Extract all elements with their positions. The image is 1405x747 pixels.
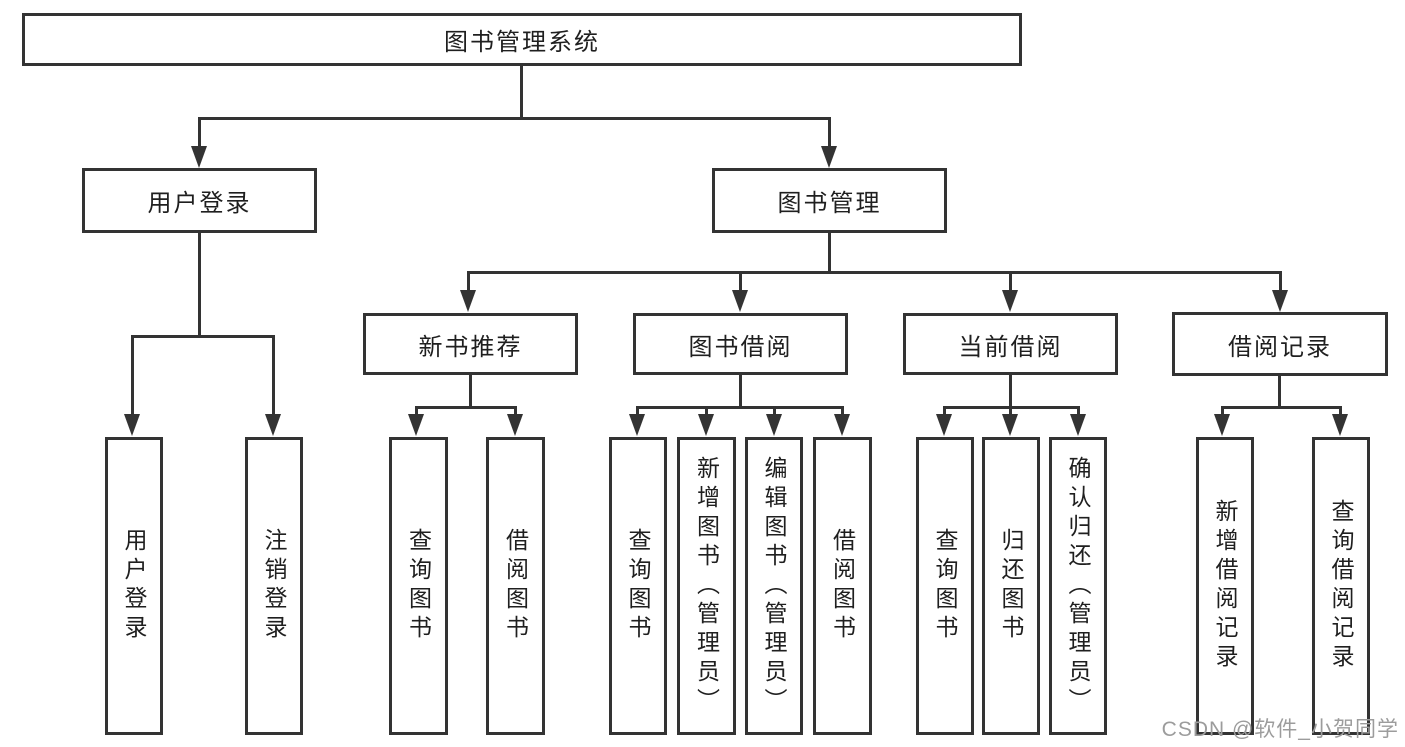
node-book-management: 图书管理 [712,168,947,233]
arrow-down [1332,414,1348,436]
connector-drop [773,406,776,418]
arrow-down [1002,290,1018,312]
connector-drop [1221,406,1224,418]
node-user-login: 用户登录 [82,168,317,233]
connector-drop [415,406,418,418]
connector-drop [1077,406,1080,418]
leaf-current-confirm-return-admin: 确认归还（管理员） [1049,437,1107,735]
leaf-label: 查询图书 [625,528,651,644]
leaf-borrow-add-book-admin: 新增图书（管理员） [677,437,736,735]
connector-drop [636,406,639,418]
leaf-label: 确认归还（管理员） [1065,455,1091,717]
leaf-current-query-book: 查询图书 [916,437,974,735]
leaf-logout: 注销登录 [245,437,303,735]
connector-drop [1009,271,1012,293]
node-book-borrow: 图书借阅 [633,313,848,375]
arrow-down [629,414,645,436]
leaf-records-add-record: 新增借阅记录 [1196,437,1254,735]
connector-drop [828,117,831,149]
connector-drop [467,271,470,293]
arrow-down [821,146,837,168]
connector-drop [705,406,708,418]
leaf-recommend-borrow-book: 借阅图书 [486,437,545,735]
leaf-label: 查询图书 [932,528,958,644]
connector-current-feed [1009,375,1012,409]
node-root: 图书管理系统 [22,13,1022,66]
watermark: CSDN @软件_小贺同学 [1161,718,1399,741]
connector-drop [514,406,517,418]
arrow-down [936,414,952,436]
leaf-label: 注销登录 [261,528,287,644]
leaf-label: 编辑图书（管理员） [761,455,787,717]
connector-management-feed [828,233,831,274]
connector-drop [943,406,946,418]
leaf-label: 归还图书 [998,528,1024,644]
connector-login-branch [131,335,275,338]
arrow-down [1214,414,1230,436]
connector-records-branch [1221,406,1341,409]
connector-drop [1279,271,1282,293]
connector-drop [739,271,742,293]
leaf-label: 查询图书 [405,528,432,644]
leaf-borrow-query-book: 查询图书 [609,437,667,735]
connector-drop [272,335,275,417]
arrow-down [124,414,140,436]
arrow-down [834,414,850,436]
leaf-label: 新增借阅记录 [1212,499,1238,673]
connector-recommend-branch [415,406,517,409]
node-current-borrow: 当前借阅 [903,313,1118,375]
arrow-down [507,414,523,436]
connector-borrow-feed [739,375,742,409]
connector-borrow-branch [636,406,844,409]
node-new-book-recommend: 新书推荐 [363,313,578,375]
connector-records-feed [1278,376,1281,409]
leaf-label: 新增图书（管理员） [693,455,720,717]
connector-recommend-feed [469,375,472,409]
arrow-down [732,290,748,312]
connector-level2-branch [198,117,831,120]
arrow-down [460,290,476,312]
leaf-label: 用户登录 [121,528,147,644]
leaf-label: 借阅图书 [502,528,529,644]
leaf-borrow-edit-book-admin: 编辑图书（管理员） [745,437,803,735]
connector-drop [131,335,134,417]
leaf-recommend-query-book: 查询图书 [389,437,448,735]
leaf-label: 查询借阅记录 [1328,499,1354,673]
leaf-user-login: 用户登录 [105,437,163,735]
arrow-down [265,414,281,436]
leaf-label: 借阅图书 [829,528,856,644]
connector-drop [841,406,844,418]
connector-drop [1009,406,1012,418]
connector-drop [1339,406,1342,418]
arrow-down [1272,290,1288,312]
leaf-borrow-borrow-book: 借阅图书 [813,437,872,735]
arrow-down [766,414,782,436]
arrow-down [408,414,424,436]
arrow-down [1002,414,1018,436]
node-borrow-records: 借阅记录 [1172,312,1388,376]
connector-level3-branch [467,271,1281,274]
connector-root-feed [520,66,523,118]
arrow-down [1070,414,1086,436]
leaf-current-return-book: 归还图书 [982,437,1040,735]
arrow-down [191,146,207,168]
arrow-down [698,414,714,436]
leaf-records-query-record: 查询借阅记录 [1312,437,1370,735]
connector-login-feed [198,233,201,337]
connector-drop [198,117,201,149]
